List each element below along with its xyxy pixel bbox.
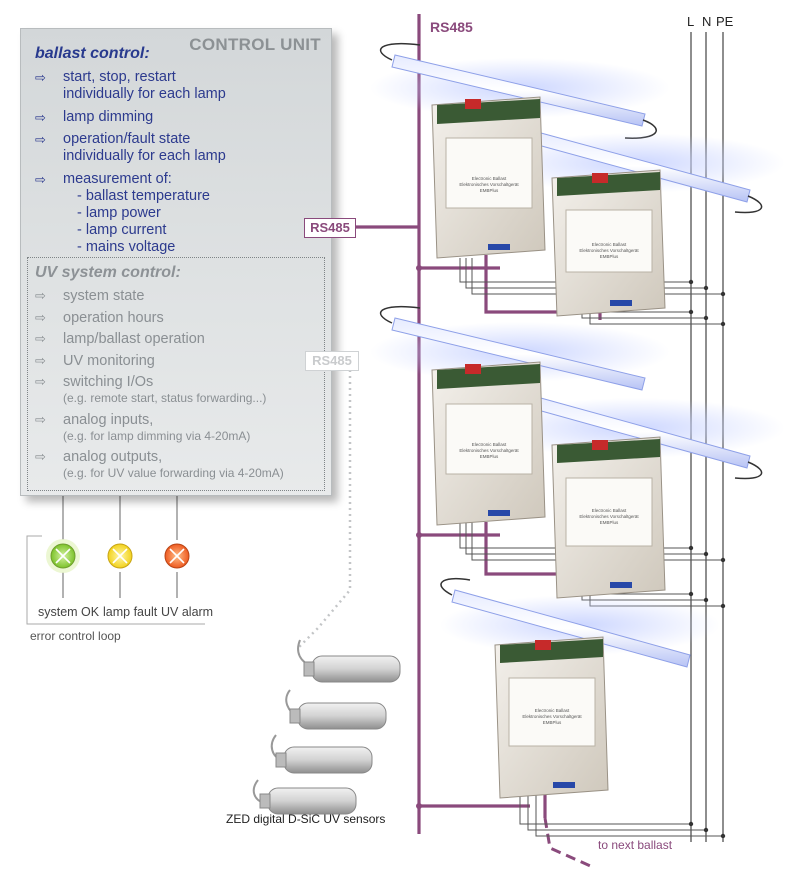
ballast-2-card-line-2: Elektronisches Vorschaltgerät: [579, 248, 639, 253]
uv-sensor-2: [285, 689, 387, 730]
ballast-4-card-line-1: Electronic Ballast: [592, 508, 627, 513]
ballast-4-card-line-2: Elektronisches Vorschaltgerät: [579, 514, 639, 519]
list-item: ⇨ switching I/Os (e.g. remote start, sta…: [31, 374, 323, 406]
uv-system-control-title: UV system control:: [35, 264, 181, 281]
item-note: (e.g. remote start, status forwarding...…: [63, 391, 267, 405]
phase-label-l: L: [687, 14, 695, 29]
measurement-item: - mains voltage: [77, 238, 176, 255]
item-text: switching I/Os: [63, 374, 154, 390]
ballast-5-card-line-1: Electronic Ballast: [535, 708, 570, 713]
system-ok-label: system OK: [38, 605, 100, 619]
item-text: individually for each lamp: [63, 86, 226, 102]
ballast-unit-5: [494, 636, 609, 799]
control-unit-panel: CONTROL UNIT ballast control: ⇨ start, s…: [20, 28, 332, 496]
ballast-4-card-line-3: EMBPlus: [600, 520, 619, 525]
item-note: (e.g. for lamp dimming via 4-20mA): [63, 428, 251, 443]
ballast-2-card-line-1: Electronic Ballast: [592, 242, 627, 247]
arrow-icon: ⇨: [35, 411, 46, 427]
arrow-icon: ⇨: [35, 171, 46, 187]
sensor-link: [297, 370, 352, 649]
uv-system-control-list: ⇨ system state ⇨ operation hours ⇨ lamp/…: [31, 288, 323, 487]
ballast-3-card-line-2: Elektronisches Vorschaltgerät: [459, 448, 519, 453]
ballast-unit-3: [431, 361, 546, 526]
control-unit-title: CONTROL UNIT: [189, 35, 321, 54]
indicator-lamp-system-ok: [46, 539, 80, 573]
uv-lamp-4: [485, 394, 785, 480]
ballast-2-card-line-3: EMBPlus: [600, 254, 619, 259]
arrow-icon: ⇨: [35, 309, 46, 325]
item-text: start, stop, restart: [63, 69, 176, 85]
item-text: system state: [63, 288, 145, 304]
rs485-sensor-link-label: RS485: [305, 351, 359, 371]
phase-label-n: N: [702, 14, 712, 29]
measurement-item: - lamp current: [77, 221, 167, 238]
list-item: ⇨ operation hours: [31, 310, 323, 326]
uv-lamp-1: [370, 42, 670, 139]
ballast-unit-4: [551, 436, 666, 599]
ballast-1-card-line-1: Electronic Ballast: [472, 176, 507, 181]
ballast-control-title: ballast control:: [35, 45, 150, 62]
uv-system-control-box: [27, 257, 325, 491]
list-item: ⇨ measurement of: - ballast temperature …: [31, 171, 323, 256]
arrow-icon: ⇨: [35, 109, 46, 125]
uv-lamp-3: [370, 305, 670, 391]
rs485-ballast-link-label: RS485: [304, 218, 356, 238]
measurement-item: - ballast temperature: [77, 187, 210, 204]
uv-sensor-3: [270, 734, 373, 774]
lamp-fault-label: lamp fault: [103, 605, 158, 619]
list-item: ⇨ operation/fault state individually for…: [31, 131, 323, 165]
list-item: ⇨ start, stop, restart individually for …: [31, 69, 323, 103]
item-text: operation hours: [63, 309, 164, 326]
arrow-icon: ⇨: [35, 132, 46, 147]
ballast-1-card-line-3: EMBPlus: [480, 188, 499, 193]
item-text: UV monitoring: [63, 352, 155, 369]
arrow-icon: ⇨: [35, 288, 46, 303]
indicator-lamp-uv-alarm: [164, 543, 190, 569]
rs485-continuation: [543, 817, 596, 870]
item-text: lamp dimming: [63, 108, 154, 125]
uv-sensor-4: [252, 779, 357, 815]
ballast-5-card-line-3: EMBPlus: [543, 720, 562, 725]
item-text: lamp/ballast operation: [63, 331, 205, 347]
arrow-icon: ⇨: [35, 374, 46, 389]
item-text: operation/fault state: [63, 131, 191, 147]
ballast-1-card-line-2: Elektronisches Vorschaltgerät: [459, 182, 519, 187]
list-item: ⇨ UV monitoring: [31, 353, 323, 369]
uv-alarm-label: UV alarm: [161, 605, 214, 619]
uv-sensors-caption: ZED digital D-SiC UV sensors: [226, 812, 386, 826]
item-text: measurement of:: [63, 170, 172, 187]
list-item: ⇨ analog outputs, (e.g. for UV value for…: [31, 449, 323, 481]
list-item: ⇨ lamp dimming: [31, 109, 323, 126]
ballast-unit-1: [431, 96, 546, 259]
list-item: ⇨ analog inputs, (e.g. for lamp dimming …: [31, 412, 323, 444]
measurement-item: - lamp power: [77, 204, 161, 221]
arrow-icon: ⇨: [35, 70, 46, 85]
item-text: analog inputs,: [63, 411, 154, 428]
next-ballast-label: to next ballast: [598, 838, 673, 852]
ballast-3-card-line-1: Electronic Ballast: [472, 442, 507, 447]
indicator-lamp-lamp-fault: [107, 543, 133, 569]
uv-lamp-5: [440, 577, 720, 668]
uv-sensor-1: [297, 639, 401, 683]
phase-label-pe: PE: [716, 14, 734, 29]
arrow-icon: ⇨: [35, 352, 46, 368]
list-item: ⇨ lamp/ballast operation: [31, 331, 323, 347]
error-control-loop-wiring: [26, 495, 205, 625]
ballast-3-card-line-3: EMBPlus: [480, 454, 499, 459]
item-text: analog outputs,: [63, 449, 163, 465]
item-note: (e.g. for UV value forwarding via 4-20mA…: [63, 466, 284, 480]
ballast-5-card-line-2: Elektronisches Vorschaltgerät: [522, 714, 582, 719]
error-control-loop-label: error control loop: [30, 629, 121, 643]
junction-dots: [416, 265, 726, 839]
ballast-control-list: ⇨ start, stop, restart individually for …: [31, 69, 323, 261]
ballast-unit-2: [551, 169, 666, 317]
list-item: ⇨ system state: [31, 288, 323, 304]
arrow-icon: ⇨: [35, 331, 46, 346]
arrow-icon: ⇨: [35, 449, 46, 464]
item-text: individually for each lamp: [63, 148, 226, 164]
rs485-bus-label: RS485: [430, 19, 473, 35]
